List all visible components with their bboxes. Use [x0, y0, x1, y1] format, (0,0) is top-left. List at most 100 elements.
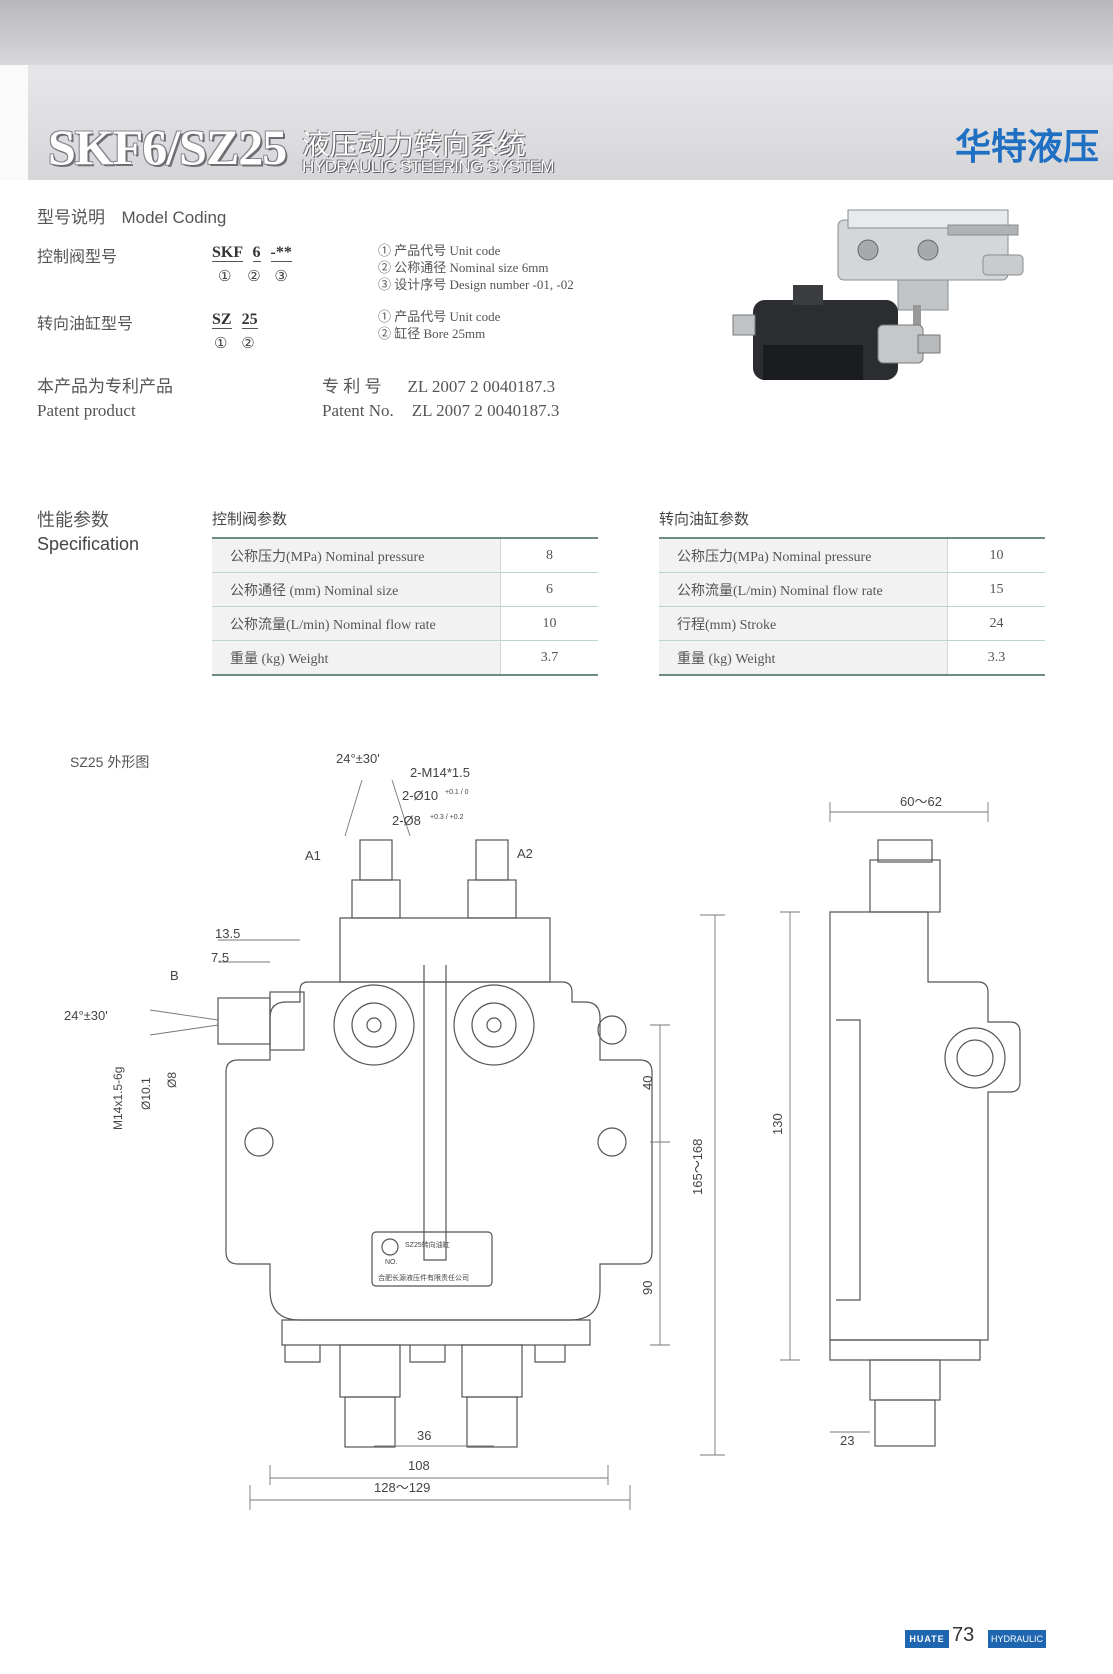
- label-a1: A1: [305, 848, 321, 863]
- mount-hole-left: [244, 1127, 274, 1157]
- cylinder-code-notes: ① 产品代号 Unit code ② 缸径 Bore 25mm: [378, 308, 500, 342]
- circle-1: ①: [218, 269, 232, 285]
- spec-name: 重量 (kg) Weight: [212, 640, 501, 676]
- spec-value: 10: [500, 606, 598, 641]
- cylinder-code-part-2: 25: [241, 311, 258, 329]
- circle-2: ②: [247, 269, 261, 285]
- front-bottom-plate: [281, 1319, 591, 1346]
- spec-heading-en: Specification: [37, 534, 140, 554]
- valve-note-3: ③ 设计序号 Design number -01, -02: [378, 277, 574, 292]
- mount-hole-top-right: [597, 1015, 627, 1045]
- spec-name: 行程(mm) Stroke: [659, 606, 948, 641]
- spec-value: 8: [500, 537, 598, 573]
- valve-code-notes: ① 产品代号 Unit code ② 公称通径 Nominal size 6mm…: [378, 242, 574, 293]
- cylinder-table-title: 转向油缸参数: [659, 511, 750, 528]
- coding-heading-cn: 型号说明: [37, 208, 105, 227]
- plate-title: SZ25转向油缸: [405, 1240, 450, 1249]
- fitting-b: [217, 997, 271, 1045]
- valve-code-label: 控制阀型号: [37, 249, 118, 266]
- cylinder-code-label: 转向油缸型号: [37, 316, 134, 333]
- cylinder-code-circles: ① ②: [214, 334, 255, 353]
- footer-section: HYDRAULIC: [988, 1630, 1046, 1648]
- valve-code: SKF 6 -**: [212, 244, 292, 262]
- dim-d8: 2-Ø8: [392, 813, 421, 828]
- patent-number-2: ZL 2007 2 0040187.3: [411, 401, 560, 420]
- cylinder-code: SZ 25: [212, 311, 258, 329]
- dim-d10: 2-Ø10: [402, 788, 438, 803]
- dim-23: 23: [840, 1433, 854, 1448]
- patent-left: 本产品为专利产品 Patent product: [37, 375, 173, 423]
- brand-logo-text: 华特液压: [955, 126, 1100, 167]
- bottom-fitting-left: [339, 1344, 401, 1398]
- dim-phi10: Ø10.1: [139, 1077, 153, 1110]
- drawing-label: SZ25 外形图: [70, 754, 150, 770]
- patent-cn: 本产品为专利产品: [37, 377, 173, 396]
- dim-40: 40: [640, 1076, 655, 1090]
- patent-en: Patent product: [37, 401, 136, 420]
- label-b: B: [170, 968, 179, 983]
- spec-name: 公称压力(MPa) Nominal pressure: [212, 537, 501, 573]
- fitting-a2: [475, 839, 509, 881]
- spec-value: 10: [947, 537, 1045, 573]
- dim-angle-left: 24°±30': [64, 1008, 108, 1023]
- dim-13-5: 13.5: [215, 926, 240, 941]
- spec-value: 3.7: [500, 640, 598, 676]
- header-band-top: [0, 0, 1113, 65]
- dim-36: 36: [417, 1428, 431, 1443]
- spec-name: 公称通径 (mm) Nominal size: [212, 572, 501, 607]
- port-boss-right: [453, 984, 535, 1066]
- valve-note-2: ② 公称通径 Nominal size 6mm: [378, 260, 549, 275]
- spec-value: 15: [947, 572, 1045, 607]
- front-top-block: [339, 917, 551, 983]
- mount-hole-right: [597, 1127, 627, 1157]
- cylinder-photo: [732, 285, 941, 380]
- valve-code-part-2: 6: [252, 244, 261, 262]
- product-photo: [732, 209, 1024, 380]
- cylinder-code-part-1: SZ: [212, 311, 232, 329]
- patent-number-1: ZL 2007 2 0040187.3: [407, 377, 556, 396]
- valve-code-circles: ① ② ③: [218, 267, 288, 286]
- spec-heading: 性能参数 Specification: [37, 508, 139, 556]
- spec-name: 公称流量(L/min) Nominal flow rate: [212, 606, 501, 641]
- label-a2: A2: [517, 846, 533, 861]
- technical-drawing: 24°±30' 2-M14*1.5 2-Ø10 +0.1 / 0 2-Ø8 +0…: [64, 751, 1021, 1510]
- name-plate: [371, 1231, 493, 1287]
- port-boss-left: [333, 984, 415, 1066]
- valve-photo: [837, 209, 1024, 327]
- cylinder-note-2: ② 缸径 Bore 25mm: [378, 326, 486, 341]
- cylinder-note-1: ① 产品代号 Unit code: [378, 309, 501, 324]
- circle-1: ①: [214, 336, 228, 352]
- fitting-a2-nut: [467, 879, 517, 919]
- spec-name: 公称压力(MPa) Nominal pressure: [659, 537, 948, 573]
- dim-m14: M14x1.5-6g: [111, 1067, 125, 1130]
- patent-no-cn: 专 利 号: [322, 377, 382, 396]
- dim-angle-top: 24°±30': [336, 751, 380, 766]
- valve-note-1: ① 产品代号 Unit code: [378, 243, 501, 258]
- valve-code-part-3: -**: [270, 244, 292, 262]
- circle-3: ③: [274, 269, 288, 285]
- front-body-outline: [225, 981, 653, 1321]
- dim-60: 60～62: [900, 794, 942, 809]
- circle-2: ②: [241, 336, 255, 352]
- model-title: SKF6/SZ25: [48, 119, 287, 175]
- coding-heading-en: Model Coding: [121, 208, 227, 227]
- dim-90: 90: [640, 1281, 655, 1295]
- spec-name: 公称流量(L/min) Nominal flow rate: [659, 572, 948, 607]
- dim-d8-tol: +0.3 / +0.2: [430, 814, 464, 821]
- dim-165: 165～168: [690, 1139, 705, 1195]
- side-body-outline: [829, 911, 1021, 1341]
- fitting-b-nut: [269, 991, 305, 1051]
- page-number: 73: [952, 1624, 975, 1646]
- side-port-boss: [944, 1027, 1006, 1089]
- front-port-tube: [423, 965, 447, 1261]
- dim-phi8: Ø8: [165, 1072, 179, 1088]
- footer-brand: HUATE: [905, 1630, 949, 1648]
- bottom-fitting-right: [461, 1344, 523, 1398]
